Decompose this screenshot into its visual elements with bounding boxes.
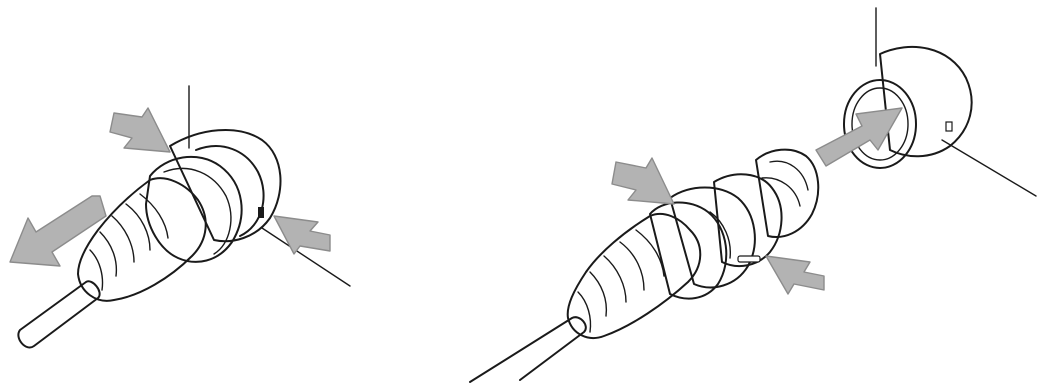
pull-arrow	[10, 196, 106, 266]
boot-rib	[590, 272, 606, 316]
panel-disconnect	[10, 86, 350, 347]
boot-rib	[620, 242, 644, 290]
socket-key-notch	[946, 122, 952, 131]
plug-ring	[714, 174, 782, 266]
plug-tip-facet	[770, 161, 808, 190]
socket-latch-slot	[258, 207, 264, 218]
boot-rib	[112, 216, 134, 262]
boot-rib	[604, 256, 626, 302]
latch-release-tab	[738, 256, 760, 262]
boot-rib	[140, 194, 168, 238]
squeeze-arrow-top	[612, 158, 674, 204]
squeeze-arrow-top	[110, 108, 170, 152]
boot-rib	[100, 232, 116, 276]
squeeze-arrow-bottom	[766, 256, 824, 294]
boot-rib	[578, 292, 591, 332]
dark-cable	[18, 281, 99, 347]
boot-rib	[90, 250, 103, 290]
socket-body	[844, 47, 972, 168]
wall-floor-line	[942, 140, 1036, 196]
panel-connect	[470, 8, 1036, 382]
socket-body	[170, 130, 280, 241]
dark-connector-nut	[146, 157, 242, 262]
squeeze-arrow-bottom	[274, 216, 330, 254]
white-cable	[470, 317, 586, 382]
